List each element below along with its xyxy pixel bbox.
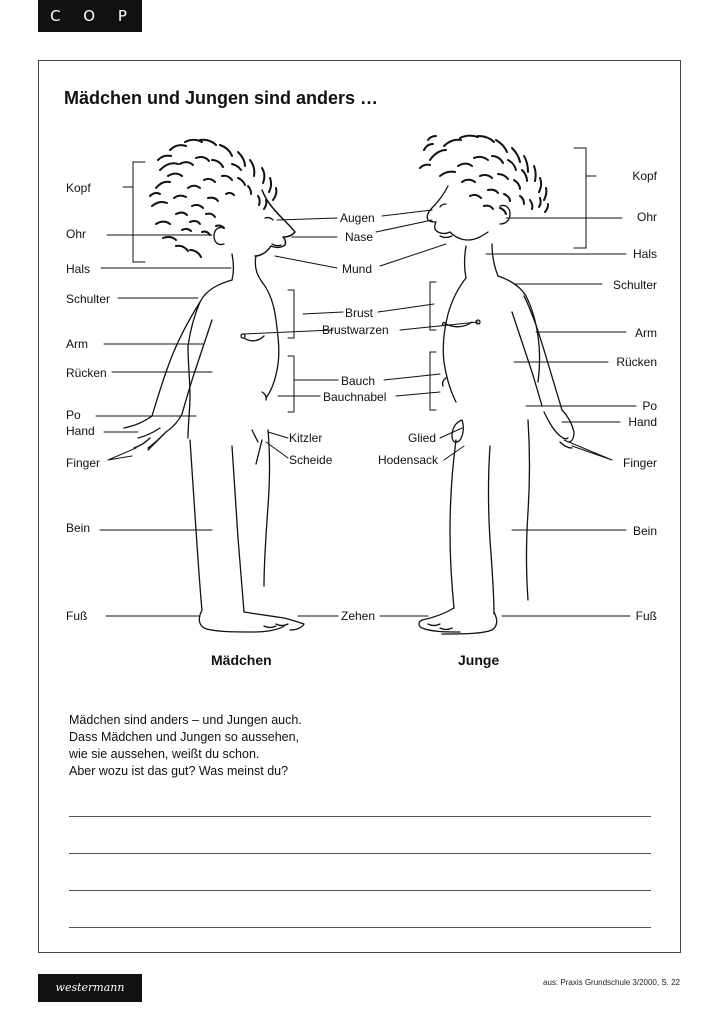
girl-leader-lines [95, 161, 344, 617]
label-finger-girl: Finger [66, 456, 101, 470]
text-line: wie sie aussehen, weißt du schon. [69, 747, 260, 761]
instruction-text: Mädchen sind anders – und Jungen auch. D… [69, 712, 302, 780]
label-nase: Nase [345, 230, 374, 244]
boy-figure [418, 134, 575, 635]
label-ruecken-girl: Rücken [66, 366, 107, 380]
label-fuss-boy: Fuß [635, 609, 657, 623]
label-fuss-girl: Fuß [66, 609, 88, 623]
label-glied: Glied [407, 431, 436, 445]
label-zehen: Zehen [341, 609, 376, 623]
label-augen: Augen [340, 211, 375, 225]
caption-girl: Mädchen [211, 652, 272, 668]
worksheet-title: Mädchen und Jungen sind anders … [64, 88, 379, 108]
publisher-logo: westermann [38, 974, 142, 1002]
label-hand-boy: Hand [628, 415, 657, 429]
caption-boy: Junge [458, 652, 500, 668]
writing-line[interactable] [69, 927, 651, 928]
label-bein-girl: Bein [66, 521, 91, 535]
label-finger-boy: Finger [622, 456, 657, 470]
girl-hair [149, 138, 278, 258]
label-po-girl: Po [66, 408, 81, 422]
label-arm-girl: Arm [66, 337, 88, 351]
label-schulter-girl: Schulter [66, 292, 111, 306]
source-citation: aus: Praxis Grundschule 3/2000, S. 22 [543, 978, 680, 987]
label-kopf-boy: Kopf [632, 169, 657, 183]
label-kitzler: Kitzler [289, 431, 323, 445]
label-kopf-girl: Kopf [66, 181, 91, 195]
label-hals-girl: Hals [66, 262, 91, 276]
label-mund: Mund [342, 262, 373, 276]
label-bein-boy: Bein [632, 524, 657, 538]
writing-line[interactable] [69, 890, 651, 891]
text-line: Mädchen sind anders – und Jungen auch. [69, 713, 302, 727]
label-schulter-boy: Schulter [612, 278, 657, 292]
label-scheide: Scheide [289, 453, 333, 467]
worksheet-frame [38, 60, 681, 953]
boy-hair [419, 134, 549, 215]
label-ohr-boy: Ohr [636, 210, 657, 224]
label-ruecken-boy: Rücken [616, 355, 657, 369]
label-hodensack: Hodensack [377, 453, 438, 467]
writing-line[interactable] [69, 816, 651, 817]
text-line: Aber wozu ist das gut? Was meinst du? [69, 764, 289, 778]
label-bauch: Bauch [341, 374, 376, 388]
girl-figure [123, 138, 305, 633]
label-brust: Brust [345, 306, 374, 320]
label-po-boy: Po [642, 399, 657, 413]
label-brustwarzen: Brustwarzen [322, 323, 389, 337]
copy-badge: C O P Y [38, 0, 142, 57]
label-arm-boy: Arm [635, 326, 657, 340]
label-ohr-girl: Ohr [66, 227, 87, 241]
label-bauchnabel: Bauchnabel [323, 390, 387, 404]
boy-leader-lines [375, 147, 637, 617]
writing-line[interactable] [69, 853, 651, 854]
text-line: Dass Mädchen und Jungen so aussehen, [69, 730, 300, 744]
label-hals-boy: Hals [632, 247, 657, 261]
label-hand-girl: Hand [66, 424, 95, 438]
